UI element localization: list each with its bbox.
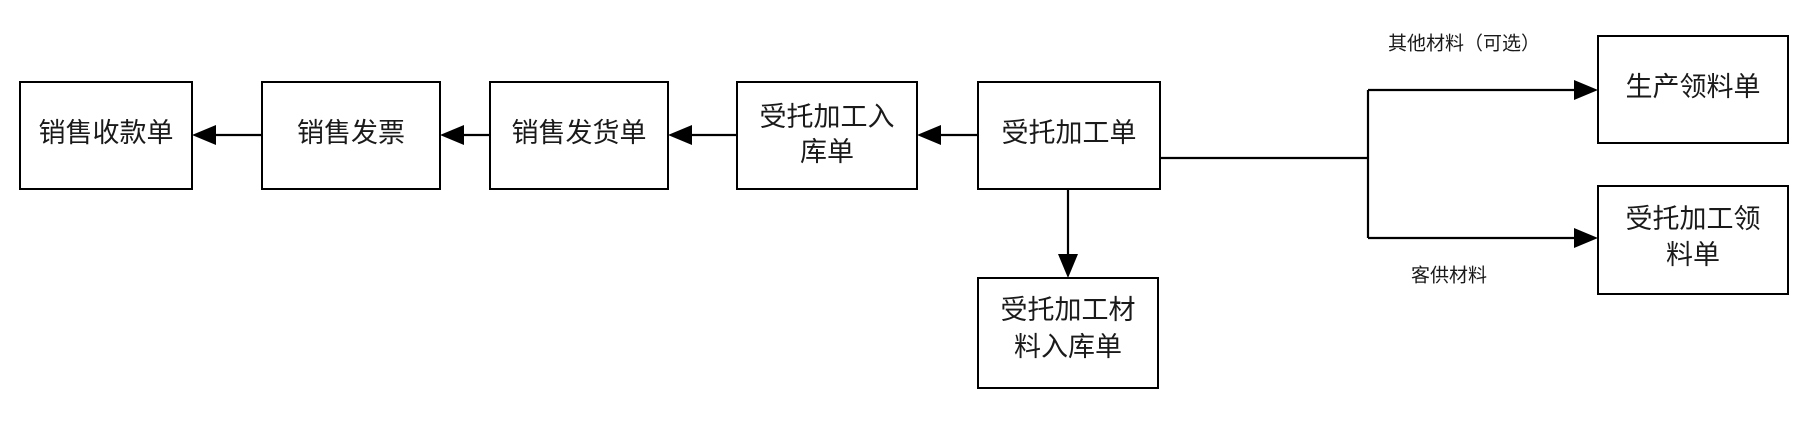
node-production-picking[interactable]: 生产领料单 — [1597, 35, 1789, 144]
node-material-instock-box[interactable] — [977, 277, 1159, 389]
edge-entrust-order-to-production-picking — [1368, 80, 1598, 100]
node-entrust-instock-label-line2: 库单 — [800, 137, 854, 167]
node-entrust-picking-label-line1: 受托加工领 — [1626, 204, 1761, 234]
node-sales-invoice-label: 销售发票 — [297, 118, 405, 148]
node-production-picking-box[interactable] — [1597, 35, 1789, 144]
edge-label-customer-material: 客供材料 — [1411, 264, 1487, 286]
node-sales-delivery[interactable]: 销售发货单 — [489, 81, 669, 190]
node-sales-receipt-label: 销售收款单 — [39, 118, 174, 148]
edge-label-other-material: 其他材料（可选） — [1388, 32, 1540, 54]
node-sales-receipt[interactable]: 销售收款单 — [19, 81, 193, 190]
node-entrust-instock-label-line1: 受托加工入 — [760, 102, 895, 132]
arrow-head-icon — [1058, 254, 1078, 278]
connectors-layer — [192, 80, 1598, 278]
node-material-instock-label-line2: 料入库单 — [1014, 332, 1122, 362]
arrow-head-icon — [440, 125, 464, 145]
node-entrust-picking-label-line2: 料单 — [1666, 240, 1720, 270]
edge-sales-delivery-to-sales-invoice — [440, 125, 490, 145]
node-entrust-order-label: 受托加工单 — [1002, 118, 1137, 148]
arrow-head-icon — [668, 125, 692, 145]
edge-entrust-order-to-material-instock — [1058, 188, 1078, 278]
edge-entrust-instock-to-sales-delivery — [668, 125, 737, 145]
node-entrust-picking[interactable]: 受托加工领 料单 — [1597, 185, 1789, 295]
node-entrust-order-box[interactable] — [977, 81, 1161, 190]
edge-entrust-order-to-entrust-picking — [1368, 228, 1598, 248]
node-entrust-instock-box[interactable] — [736, 81, 918, 190]
node-material-instock-label-line1: 受托加工材 — [1001, 295, 1136, 325]
node-sales-invoice-box[interactable] — [261, 81, 441, 190]
node-sales-delivery-label: 销售发货单 — [512, 118, 647, 148]
node-entrust-instock[interactable]: 受托加工入 库单 — [736, 81, 918, 190]
arrow-head-icon — [1574, 228, 1598, 248]
edge-entrust-order-branch-trunk — [1160, 90, 1370, 238]
node-production-picking-label: 生产领料单 — [1626, 72, 1761, 102]
arrow-head-icon — [192, 125, 216, 145]
node-entrust-order[interactable]: 受托加工单 — [977, 81, 1161, 190]
node-entrust-picking-box[interactable] — [1597, 185, 1789, 295]
edge-entrust-order-to-entrust-instock — [917, 125, 978, 145]
node-sales-delivery-box[interactable] — [489, 81, 669, 190]
node-material-instock[interactable]: 受托加工材 料入库单 — [977, 277, 1159, 389]
arrow-head-icon — [1574, 80, 1598, 100]
node-sales-invoice[interactable]: 销售发票 — [261, 81, 441, 190]
node-sales-receipt-box[interactable] — [19, 81, 193, 190]
arrow-head-icon — [917, 125, 941, 145]
edge-sales-invoice-to-sales-receipt — [192, 125, 262, 145]
